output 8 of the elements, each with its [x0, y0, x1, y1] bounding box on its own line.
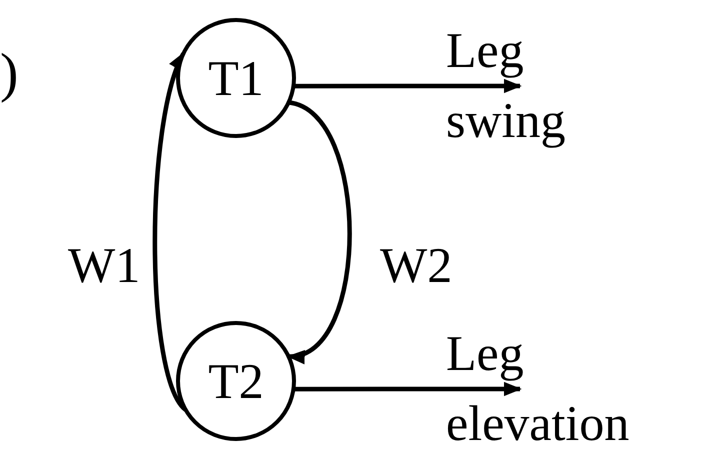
edge-label: Leg elevation	[446, 325, 630, 451]
edge-label: W1	[68, 237, 140, 293]
arrow	[293, 382, 522, 396]
arrow	[293, 78, 522, 94]
edge-label: W2	[380, 237, 452, 293]
node-label: T1	[208, 53, 264, 103]
edge-label: Leg swing	[446, 22, 566, 148]
node-label: T2	[208, 356, 264, 406]
